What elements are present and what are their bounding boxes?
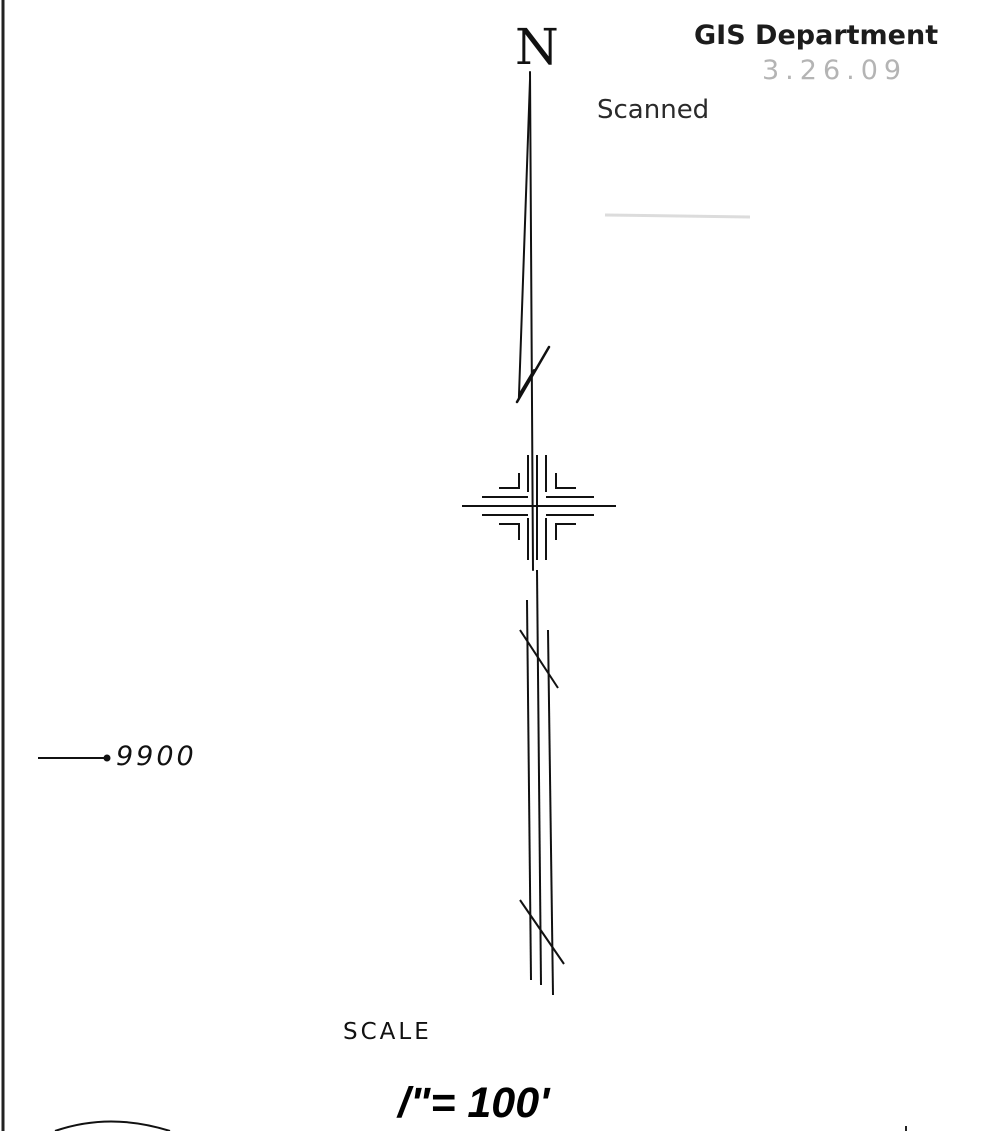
elevation-label: 9900 bbox=[116, 741, 197, 772]
stamp-department: GIS Department bbox=[694, 20, 939, 51]
seal-edge bbox=[54, 1120, 171, 1131]
stamp-smudge bbox=[604, 213, 751, 219]
stamp-status: Scanned bbox=[597, 95, 710, 125]
scale-value: /"= 100' bbox=[398, 1079, 550, 1127]
road-lines bbox=[519, 569, 565, 996]
stamp-date: 3.26.09 bbox=[762, 55, 908, 86]
scale-title: SCALE bbox=[343, 1019, 432, 1045]
intersection-symbol bbox=[462, 455, 616, 560]
north-label: N bbox=[515, 18, 559, 76]
north-arrow bbox=[515, 71, 551, 571]
elevation-leader bbox=[38, 754, 111, 762]
